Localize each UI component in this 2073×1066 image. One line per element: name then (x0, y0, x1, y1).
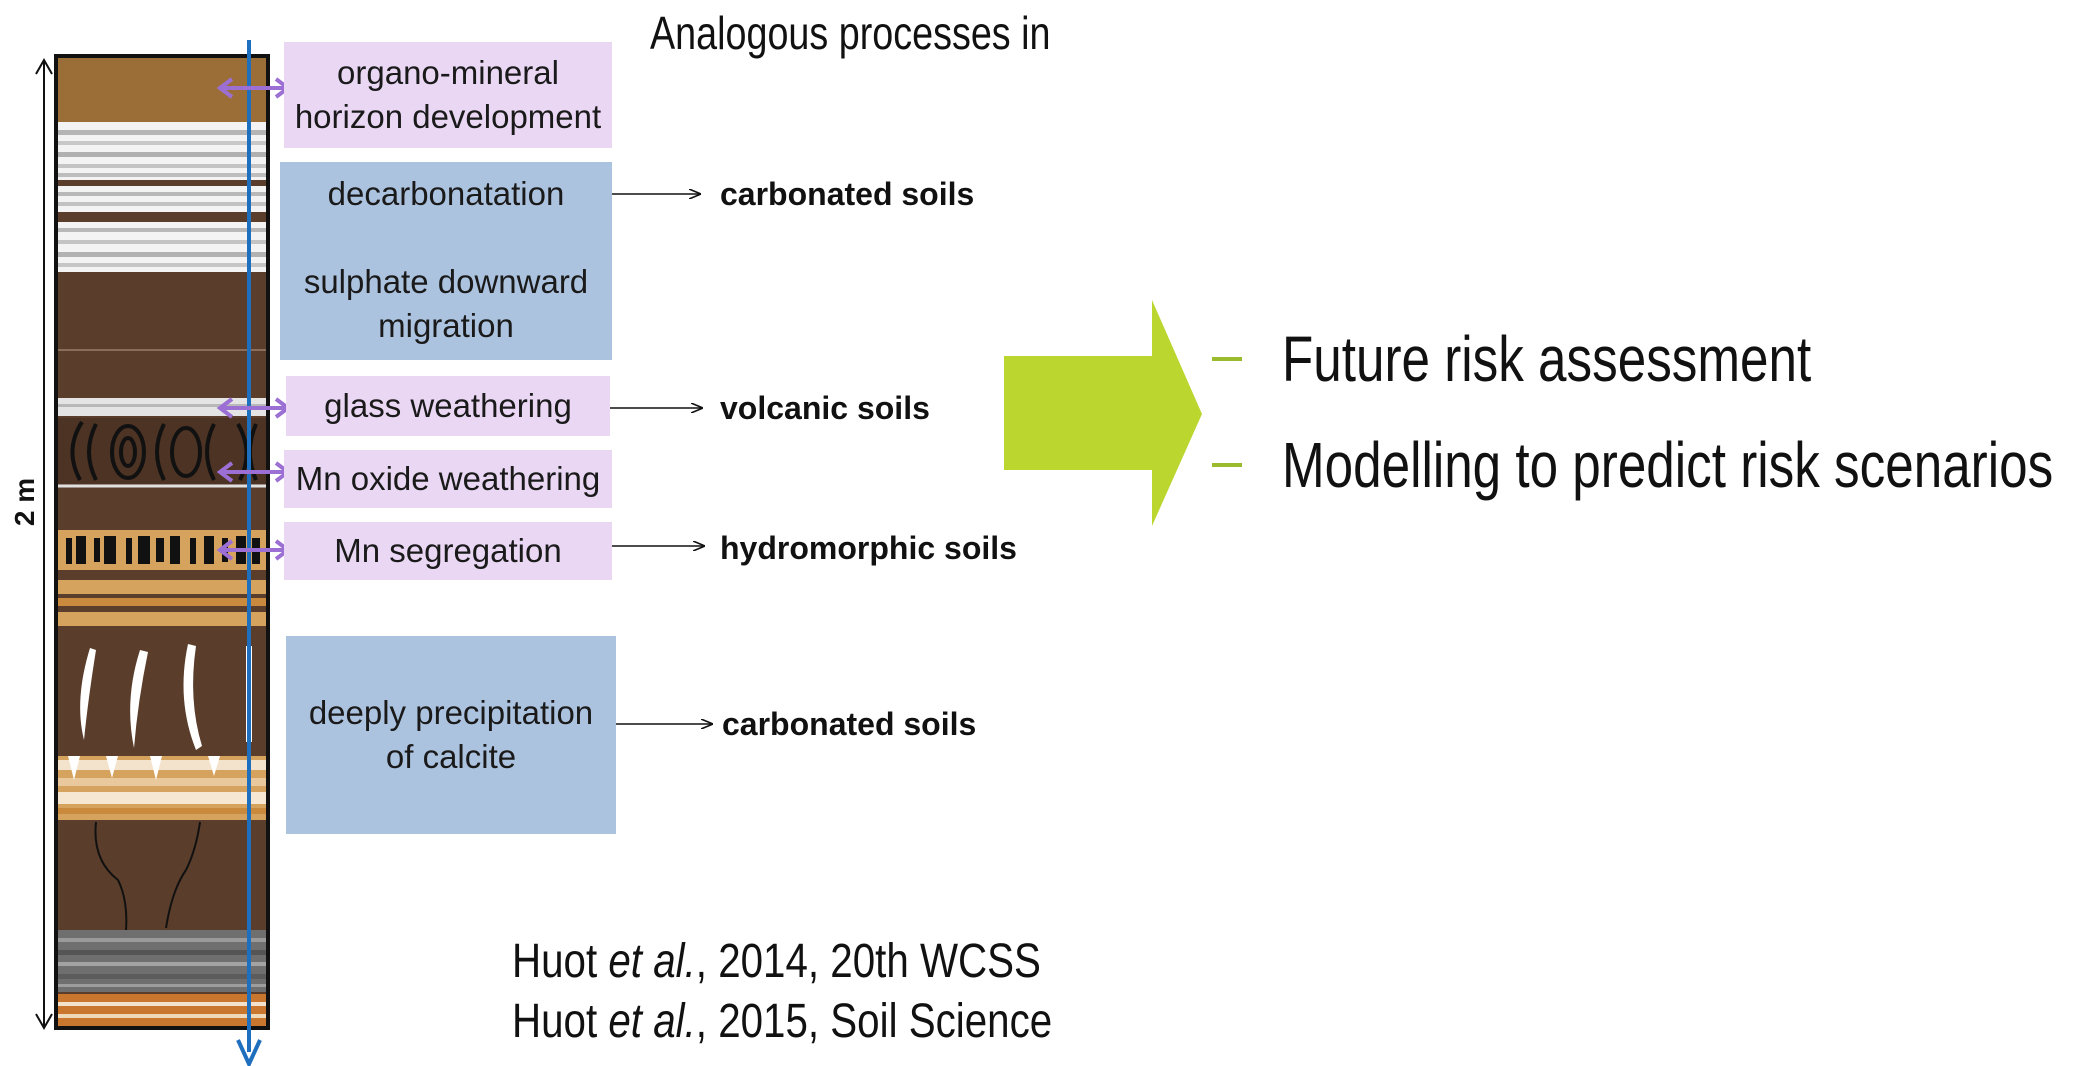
soil-carbonated-1: carbonated soils (720, 176, 975, 212)
horizon-banded-grey (56, 122, 268, 272)
horizon-cracked (94, 821, 201, 931)
depth-label: 2 m (9, 477, 40, 527)
outcome-list: Future risk assessment Modelling to pred… (1212, 306, 2073, 518)
soil-column (54, 54, 270, 1030)
horizon-orange-bottom (56, 994, 268, 1028)
dash-icon (1212, 357, 1242, 361)
heading: Analogous processes in (650, 7, 1051, 59)
pointer-arrows (608, 194, 712, 724)
horizon-glass (56, 398, 268, 416)
horizon-calcite (56, 756, 268, 820)
dash-icon (1212, 463, 1242, 467)
reference-line: Huot et al., 2014, 20th WCSS (512, 935, 1041, 988)
outcome-item: Modelling to predict risk scenarios (1212, 412, 2073, 518)
process-mn-segregation: Mn segregation (284, 522, 612, 580)
profile-arrow (236, 40, 262, 1066)
horizon-tan-bands (56, 580, 268, 626)
soil-volcanic: volcanic soils (720, 390, 930, 426)
horizon-mn-segregation (56, 530, 268, 570)
references: Huot et al., 2014, 20th WCSS Huot et al.… (512, 932, 1052, 1052)
reference-line: Huot et al., 2015, Soil Science (512, 995, 1053, 1048)
process-mn-oxide-weathering: Mn oxide weathering (284, 450, 612, 508)
soil-hydromorphic: hydromorphic soils (720, 530, 1017, 566)
soil-carbonated-2: carbonated soils (722, 706, 977, 742)
horizon-grey-bottom (56, 930, 268, 992)
depth-scale (35, 57, 53, 1031)
outcome-arrow (1004, 300, 1202, 526)
outcome-item: Future risk assessment (1212, 306, 2073, 412)
horizon-mn-oxide (56, 418, 268, 484)
process-glass-weathering: glass weathering (286, 376, 610, 436)
